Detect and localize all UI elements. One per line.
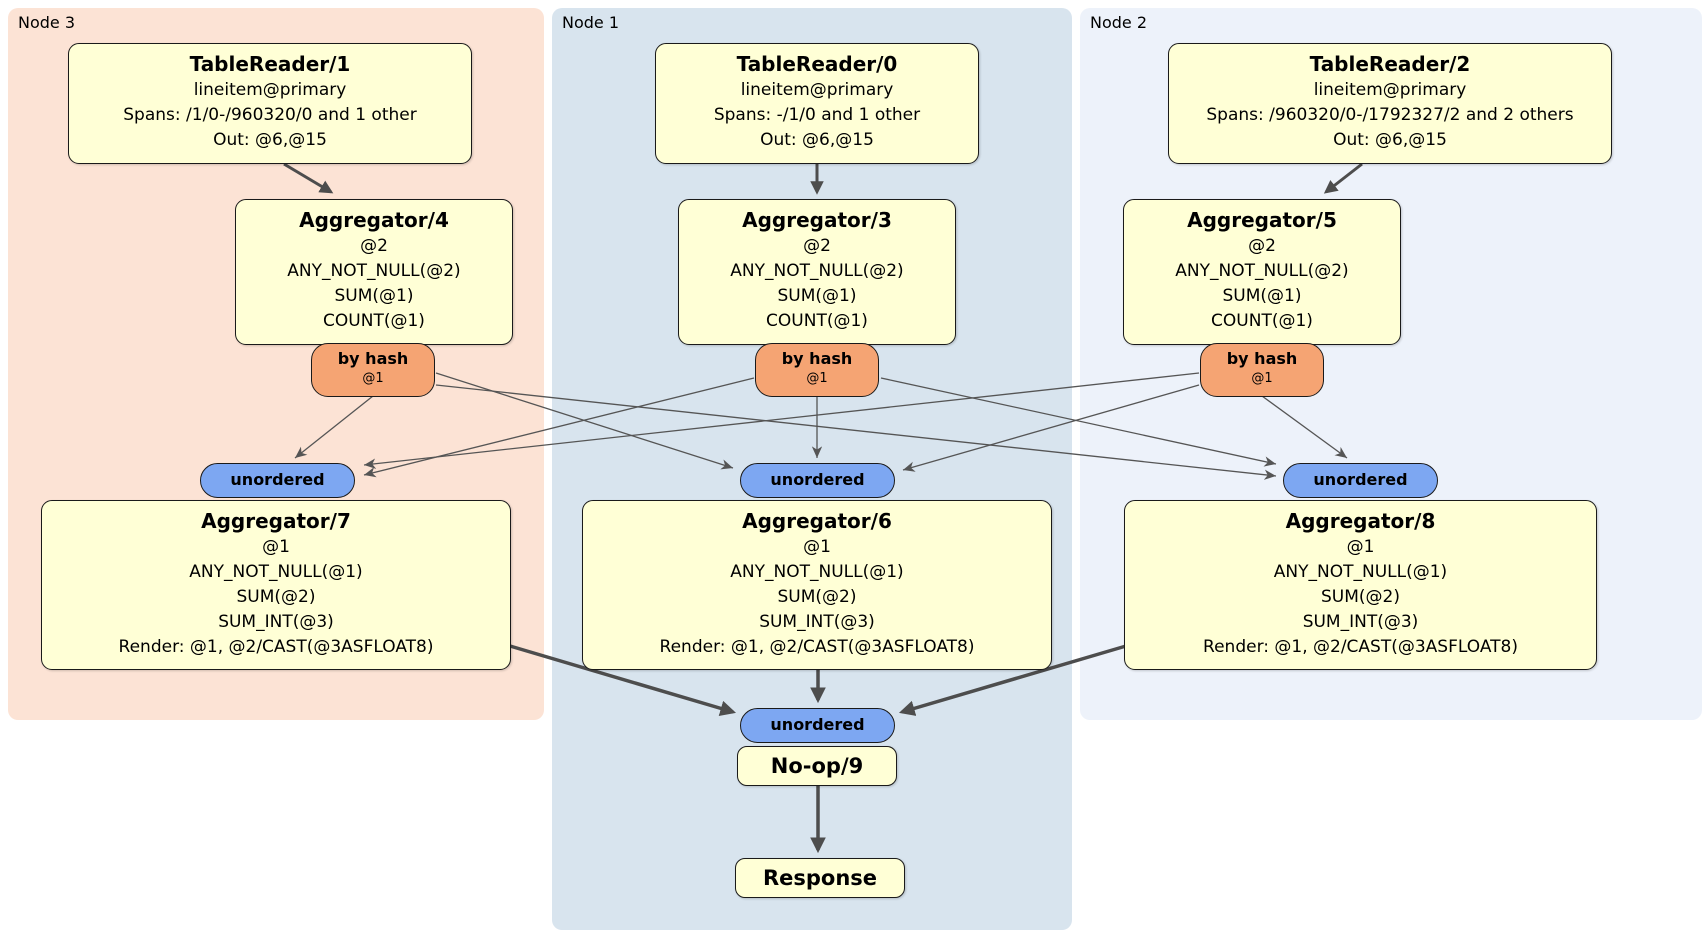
region-label-node-3: Node 3 <box>18 13 76 32</box>
processor-noop-9: No-op/9 <box>737 746 897 786</box>
processor-response: Response <box>735 858 905 898</box>
sync-unordered-node3: unordered <box>200 463 355 498</box>
processor-out: Out: @6,@15 <box>1333 130 1447 150</box>
region-label-node-1: Node 1 <box>562 13 620 32</box>
aggregate-render: Render: @1, @2/CAST(@3ASFLOAT8) <box>118 637 434 657</box>
aggregate-fn: SUM_INT(@3) <box>1302 612 1419 632</box>
aggregate-fn: SUM_INT(@3) <box>218 612 334 632</box>
processor-title: Aggregator/7 <box>201 509 351 533</box>
edge-byhash2-unordered1 <box>902 384 1200 472</box>
edge-byhash1-unordered3 <box>363 377 755 478</box>
aggregate-group-cols: @1 <box>262 537 290 557</box>
processor-aggregator-3: Aggregator/3 @2 ANY_NOT_NULL(@2) SUM(@1)… <box>678 199 956 345</box>
edge-aggregator8-final-sync <box>898 644 1127 716</box>
router-by-hash-node3: by hash @1 <box>311 343 435 397</box>
aggregate-fn: ANY_NOT_NULL(@1) <box>1273 562 1448 582</box>
processor-title: TableReader/2 <box>1309 52 1471 76</box>
processor-tablereader-0: TableReader/0 lineitem@primary Spans: -/… <box>655 43 979 164</box>
aggregate-fn: SUM(@1) <box>777 286 857 306</box>
aggregate-fn: SUM(@2) <box>1321 587 1400 607</box>
edge-byhash3-unordered3 <box>294 395 374 459</box>
router-label: by hash <box>1226 349 1298 368</box>
processor-aggregator-8: Aggregator/8 @1 ANY_NOT_NULL(@1) SUM(@2)… <box>1124 500 1597 670</box>
router-label: by hash <box>337 349 409 368</box>
aggregate-fn: COUNT(@1) <box>1211 311 1313 331</box>
aggregate-fn: SUM_INT(@3) <box>759 612 875 632</box>
aggregate-fn: ANY_NOT_NULL(@1) <box>730 562 904 582</box>
processor-spans: Spans: -/1/0 and 1 other <box>713 105 921 125</box>
processor-title: Aggregator/6 <box>742 509 892 533</box>
aggregate-fn: COUNT(@1) <box>766 311 868 331</box>
edge-aggregator7-final-sync <box>509 644 737 716</box>
aggregate-fn: ANY_NOT_NULL(@2) <box>287 261 461 281</box>
aggregate-fn: ANY_NOT_NULL(@2) <box>730 261 904 281</box>
aggregate-fn: COUNT(@1) <box>323 311 425 331</box>
aggregate-render: Render: @1, @2/CAST(@3ASFLOAT8) <box>1203 637 1518 657</box>
edge-byhash3-unordered2 <box>435 384 1277 480</box>
processor-out: Out: @6,@15 <box>213 130 327 150</box>
aggregate-fn: SUM(@1) <box>334 286 414 306</box>
processor-index: lineitem@primary <box>1313 80 1467 100</box>
processor-aggregator-7: Aggregator/7 @1 ANY_NOT_NULL(@1) SUM(@2)… <box>41 500 511 670</box>
processor-spans: Spans: /960320/0-/1792327/2 and 2 others <box>1206 105 1574 125</box>
aggregate-group-cols: @1 <box>803 537 831 557</box>
processor-aggregator-6: Aggregator/6 @1 ANY_NOT_NULL(@1) SUM(@2)… <box>582 500 1052 670</box>
edge-byhash2-unordered2 <box>1261 395 1348 459</box>
aggregate-fn: SUM(@1) <box>1222 286 1302 306</box>
aggregate-group-cols: @2 <box>803 236 831 256</box>
edge-tablereader1-aggregator4 <box>283 162 334 194</box>
aggregate-group-cols: @2 <box>1248 236 1276 256</box>
router-detail: @1 <box>806 371 828 386</box>
aggregate-render: Render: @1, @2/CAST(@3ASFLOAT8) <box>659 637 975 657</box>
processor-title: Aggregator/3 <box>742 208 892 232</box>
processor-title: Aggregator/4 <box>299 208 449 232</box>
processor-title: Aggregator/8 <box>1285 509 1436 533</box>
processor-spans: Spans: /1/0-/960320/0 and 1 other <box>123 105 417 125</box>
processor-index: lineitem@primary <box>193 80 347 100</box>
edge-tablereader2-aggregator5 <box>1323 162 1363 194</box>
router-by-hash-node1: by hash @1 <box>755 343 879 397</box>
processor-tablereader-1: TableReader/1 lineitem@primary Spans: /1… <box>68 43 472 164</box>
processor-title: Aggregator/5 <box>1187 208 1337 232</box>
processor-title: TableReader/0 <box>736 52 898 76</box>
edge-byhash2-unordered3 <box>363 372 1200 469</box>
edge-byhash1-unordered2 <box>880 377 1277 467</box>
aggregate-fn: SUM(@2) <box>777 587 857 607</box>
aggregate-fn: ANY_NOT_NULL(@1) <box>189 562 363 582</box>
processor-aggregator-5: Aggregator/5 @2 ANY_NOT_NULL(@2) SUM(@1)… <box>1123 199 1401 345</box>
processor-out: Out: @6,@15 <box>760 130 874 150</box>
processor-aggregator-4: Aggregator/4 @2 ANY_NOT_NULL(@2) SUM(@1)… <box>235 199 513 345</box>
sync-unordered-final: unordered <box>740 708 895 743</box>
processor-title: TableReader/1 <box>189 52 351 76</box>
processor-tablereader-2: TableReader/2 lineitem@primary Spans: /9… <box>1168 43 1612 164</box>
processor-index: lineitem@primary <box>740 80 894 100</box>
aggregate-fn: SUM(@2) <box>236 587 316 607</box>
aggregate-fn: ANY_NOT_NULL(@2) <box>1175 261 1349 281</box>
router-by-hash-node2: by hash @1 <box>1200 343 1324 397</box>
aggregate-group-cols: @1 <box>1346 537 1375 557</box>
router-detail: @1 <box>362 371 384 386</box>
region-label-node-2: Node 2 <box>1090 13 1148 32</box>
router-label: by hash <box>781 349 853 368</box>
sync-unordered-node2: unordered <box>1283 463 1438 498</box>
aggregate-group-cols: @2 <box>360 236 388 256</box>
sync-unordered-node1: unordered <box>740 463 895 498</box>
router-detail: @1 <box>1251 371 1273 386</box>
